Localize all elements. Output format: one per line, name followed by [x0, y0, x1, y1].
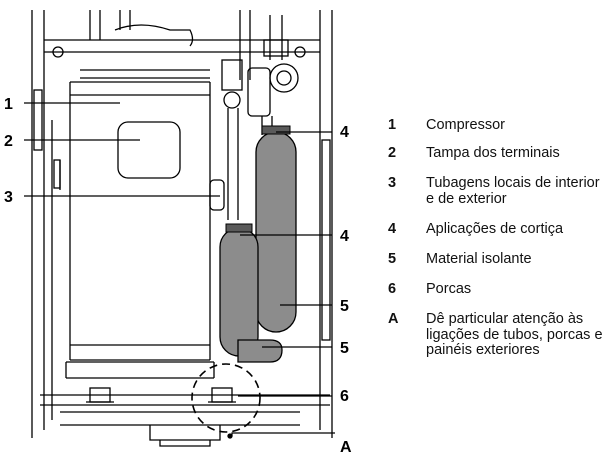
legend-item-6: 6 Porcas — [388, 281, 603, 312]
callout-2: 2 — [4, 133, 13, 150]
cork-top — [261, 125, 291, 135]
legend-key: 1 — [388, 117, 397, 133]
attention-circle — [191, 363, 261, 433]
legend-text: Tampa dos terminais — [426, 145, 560, 161]
compressor-base — [40, 361, 330, 447]
leader-lines — [24, 102, 335, 436]
callout-4-mid: 4 — [340, 228, 349, 245]
callout-4-top: 4 — [340, 124, 349, 141]
legend-text: Tubagens locais de interior e de exterio… — [426, 175, 600, 207]
callout-5-bottom: 5 — [340, 340, 349, 357]
insulation-tube-left — [219, 227, 259, 357]
legend-key: 3 — [388, 175, 397, 191]
legend-text: Aplicações de cortiça — [426, 221, 564, 237]
insulation-elbow — [237, 339, 283, 363]
legend: 1 Compressor 2 Tampa dos terminais 3 Tub… — [388, 117, 603, 359]
legend-item-1: 1 Compressor — [388, 117, 603, 146]
legend-item-3: 3 Tubagens locais de interior e de exter… — [388, 175, 603, 222]
legend-item-4: 4 Aplicações de cortiça — [388, 221, 603, 252]
legend-key: A — [388, 311, 399, 327]
legend-item-2: 2 Tampa dos terminais — [388, 145, 603, 176]
legend-item-5: 5 Material isolante — [388, 251, 603, 282]
terminal-cover — [117, 121, 181, 179]
insulation-material — [219, 131, 297, 363]
legend-text: Compressor — [426, 117, 505, 133]
insulation-tube-right — [255, 131, 297, 333]
callout-A: A — [340, 439, 352, 455]
compressor-body — [69, 81, 211, 361]
cork-mid — [225, 223, 253, 233]
legend-text: Porcas — [426, 281, 472, 297]
cork-applications — [225, 125, 291, 233]
legend-key: 6 — [388, 281, 397, 297]
legend-key: 2 — [388, 145, 397, 161]
legend-item-A: A Dê particular atenção às ligações de t… — [388, 311, 603, 359]
callout-1: 1 — [4, 96, 13, 113]
legend-text: Material isolante — [426, 251, 532, 267]
legend-key: 5 — [388, 251, 397, 267]
callout-6: 6 — [340, 388, 349, 405]
legend-text: Dê particular atenção às ligações de tub… — [426, 311, 603, 358]
callout-5-top: 5 — [340, 298, 349, 315]
legend-key: 4 — [388, 221, 397, 237]
callout-3: 3 — [4, 189, 13, 206]
